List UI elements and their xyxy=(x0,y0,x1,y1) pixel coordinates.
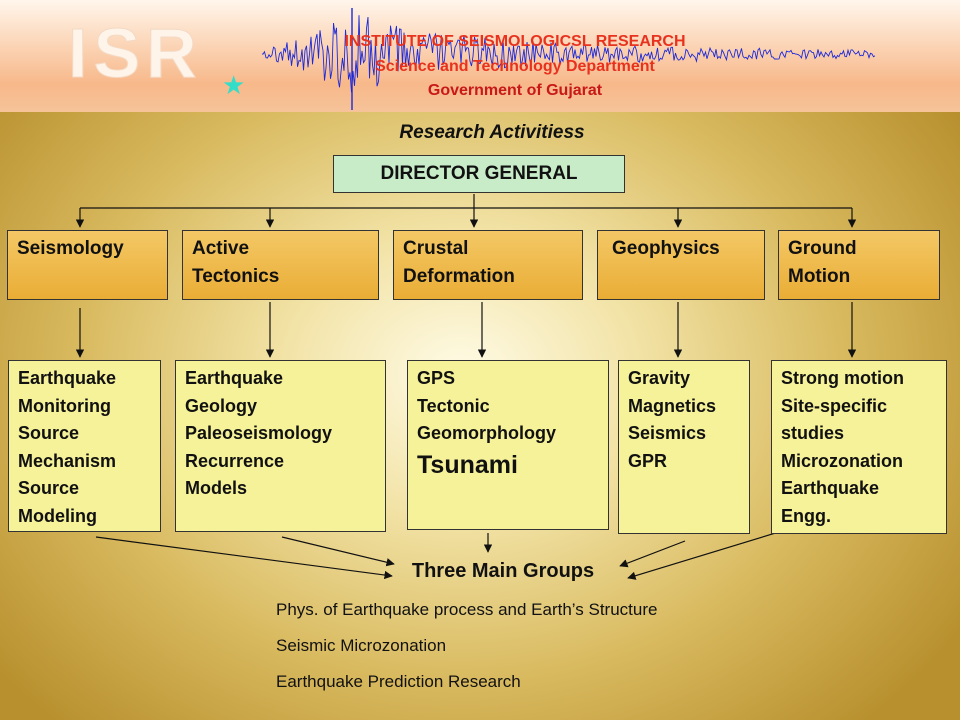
subarea-item: Seismics xyxy=(628,423,707,443)
subareas-active-tectonics: Earthquake Geology Paleoseismology Recur… xyxy=(175,360,386,532)
subarea-item: GPS xyxy=(417,368,456,388)
subarea-item: Geology xyxy=(185,395,258,416)
subarea-item: Mechanism xyxy=(18,450,117,471)
dept-label-line: Geophysics xyxy=(612,238,720,259)
dept-label-line: Seismology xyxy=(17,238,124,259)
subarea-item: GPR xyxy=(628,450,668,471)
subareas-geophysics: Gravity Magnetics Seismics GPR xyxy=(618,360,750,534)
subareas-seismology: Earthquake Monitoring Source Mechanism S… xyxy=(8,360,161,532)
subarea-item: Models xyxy=(185,478,248,498)
group-item: Phys. of Earthquake process and Earth’s … xyxy=(276,600,658,619)
dept-label-line: Crustal xyxy=(403,238,469,259)
subarea-item: Paleoseismology xyxy=(185,423,333,443)
subarea-item: Earthquake xyxy=(781,478,880,498)
dept-seismology: Seismology xyxy=(7,230,168,300)
subarea-item-emphasis: Tsunami xyxy=(417,450,518,479)
star-icon: ★ xyxy=(222,70,246,100)
dept-label-line: Active xyxy=(192,238,250,259)
subarea-item: Modeling xyxy=(18,505,97,526)
page-title: Research Activitiess xyxy=(399,122,585,143)
seismogram-trace xyxy=(261,8,876,110)
dept-label-line: Ground xyxy=(788,238,857,259)
dept-active-tectonics: Active Tectonics xyxy=(182,230,379,300)
government-name: Government of Gujarat xyxy=(427,82,603,99)
subarea-item: Strong motion xyxy=(781,368,904,388)
isr-logo: ISR xyxy=(68,14,203,92)
groups-title: Three Main Groups xyxy=(411,560,595,582)
department-connectors xyxy=(75,302,857,358)
dept-label-line: Motion xyxy=(788,266,851,287)
subarea-item: Engg. xyxy=(781,505,831,526)
subarea-item: Site-specific xyxy=(781,395,888,416)
dept-geophysics: Geophysics xyxy=(597,230,765,300)
group-item: Earthquake Prediction Research xyxy=(276,672,521,691)
subareas-ground-motion: Strong motion Site-specific studies Micr… xyxy=(771,360,947,534)
subarea-item: Recurrence xyxy=(185,450,285,471)
subarea-item: Microzonation xyxy=(781,450,903,471)
department-name: Science and Technology Department xyxy=(375,58,655,75)
dept-ground-motion: Ground Motion xyxy=(778,230,940,300)
director-connectors xyxy=(75,194,857,228)
seismogram-line xyxy=(261,15,876,93)
dept-label-line: Tectonics xyxy=(192,266,280,287)
subarea-item: Magnetics xyxy=(628,395,717,416)
subareas-crustal-deformation: GPS Tectonic Geomorphology Tsunami xyxy=(407,360,609,530)
group-item: Seismic Microzonation xyxy=(276,636,447,655)
subarea-item: Gravity xyxy=(628,368,691,388)
director-general-box: DIRECTOR GENERAL xyxy=(333,155,625,193)
subarea-item: Earthquake xyxy=(18,368,117,388)
subarea-item: Geomorphology xyxy=(417,423,556,443)
subarea-item: Source xyxy=(18,478,80,498)
subarea-item: Tectonic xyxy=(417,395,490,416)
subarea-item: Earthquake xyxy=(185,368,284,388)
dept-label-line: Deformation xyxy=(403,266,515,287)
subarea-item: Monitoring xyxy=(18,395,111,416)
subarea-item: studies xyxy=(781,423,845,443)
institute-name: INSTITUTE OF SEISMOLOGICSL RESEARCH xyxy=(344,33,686,50)
subarea-item: Source xyxy=(18,423,80,443)
dept-crustal-deformation: Crustal Deformation xyxy=(393,230,583,300)
